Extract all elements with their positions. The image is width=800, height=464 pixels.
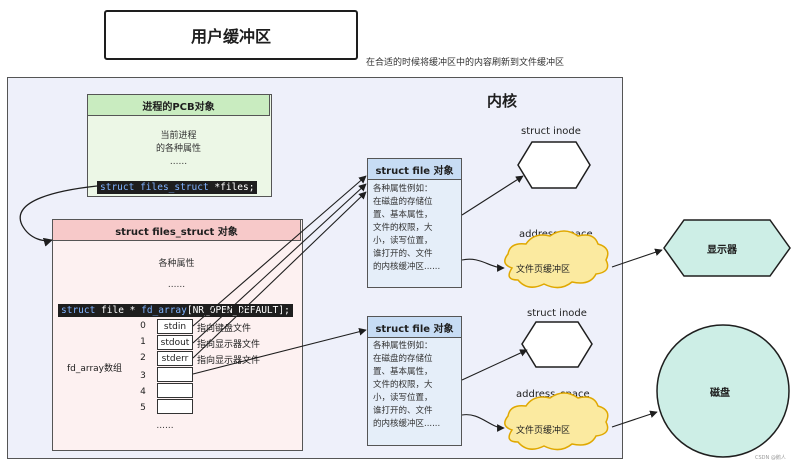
pcb-line-1: 当前进程 — [160, 131, 197, 141]
kernel-label: 内核 — [487, 92, 518, 110]
fd-index-1: 1 — [140, 337, 146, 347]
pcb-to-files-struct-arrow — [19, 185, 98, 247]
file1-line: 在磁盘的存储位 — [373, 197, 433, 207]
fd-array-code-line: struct file * fd_array[NR_OPEN_DEFAULT]; — [58, 298, 293, 317]
disk-circle — [656, 324, 790, 458]
pcb-code-line: struct files_struct *files; — [97, 175, 258, 194]
file2-line: 的内核缓冲区...... — [373, 419, 441, 429]
pcb-header: 进程的PCB对象 — [87, 94, 270, 116]
file2-line: 小，读写位置， — [373, 393, 433, 403]
fd-cell-5 — [157, 399, 193, 414]
stdout-to-file-arrow — [192, 183, 367, 344]
fd3-to-file-arrow — [192, 327, 367, 375]
file1-to-inode-arrow — [461, 175, 524, 216]
page-cache-label-2: 文件页缓冲区 — [516, 426, 571, 436]
stderr-to-file-arrow — [192, 191, 367, 359]
cache-to-display-arrow — [611, 248, 663, 268]
file1-line: 谁打开的、文件 — [373, 249, 433, 259]
file1-to-cache-arrow — [461, 258, 505, 272]
fd-array-bottom-dots: ...... — [156, 421, 174, 431]
file-object-1-header: struct file 对象 — [367, 158, 462, 180]
fd-cell-3 — [157, 367, 193, 382]
page-cache-cloud-2 — [504, 392, 609, 451]
inode-hexagon-2 — [521, 321, 593, 368]
file2-line: 各种属性例如： — [373, 341, 433, 351]
stdin-to-file-arrow — [192, 175, 367, 327]
fd-cell-2: stderr — [157, 351, 193, 366]
cache-to-disk-arrow — [611, 410, 658, 428]
watermark: CSDN @鹅人 — [755, 455, 786, 461]
file-object-1-body: 各种属性例如： 在磁盘的存储位 置、基本属性， 文件的权限，大 小，读写位置， … — [373, 183, 459, 274]
file2-line: 在磁盘的存储位 — [373, 354, 433, 364]
display-label: 显示器 — [707, 245, 737, 256]
file1-line: 的内核缓冲区...... — [373, 262, 441, 272]
files-struct-dots: ...... — [167, 280, 186, 290]
title-text: 用户缓冲区 — [190, 27, 271, 46]
inode-hexagon-1 — [517, 141, 591, 189]
file2-line: 文件的权限，大 — [373, 380, 433, 390]
display-hexagon — [663, 219, 791, 277]
pcb-line-2: 的各种属性 — [155, 144, 201, 154]
fd-code-name: fd_array — [141, 305, 187, 316]
fd-cell-1: stdout — [157, 335, 193, 350]
flush-note: 在合适的时候将缓冲区中的内容刷新到文件缓冲区 — [366, 58, 565, 68]
file1-line: 各种属性例如： — [373, 184, 433, 194]
file1-line: 文件的权限，大 — [373, 223, 433, 233]
pcb-code-rest: *files; — [208, 182, 255, 193]
page-cache-label-1: 文件页缓冲区 — [516, 265, 571, 275]
pcb-code-type: files_struct — [140, 182, 209, 193]
fd-code-rest: file * — [95, 305, 142, 316]
file2-line: 谁打开的、文件 — [373, 406, 433, 416]
files-struct-attr: 各种属性 — [158, 259, 195, 269]
fd-index-3: 3 — [140, 371, 146, 381]
fd-index-0: 0 — [140, 321, 146, 331]
fd-index-5: 5 — [140, 403, 146, 413]
file2-line: 置、基本属性， — [373, 367, 433, 377]
page-cache-cloud-1 — [504, 230, 609, 289]
fd-cell-0: stdin — [157, 319, 193, 334]
fd-cell-4 — [157, 383, 193, 398]
pcb-dots: ...... — [169, 157, 188, 167]
inode-label-2: struct inode — [527, 308, 587, 319]
file1-line: 置、基本属性， — [373, 210, 433, 220]
fd-code-tail: [NR_OPEN_DEFAULT]; — [186, 305, 290, 316]
pcb-code-keyword: struct — [100, 182, 135, 193]
file-object-2-header: struct file 对象 — [367, 316, 462, 338]
fd-code-keyword: struct — [61, 305, 96, 316]
fd-index-4: 4 — [140, 387, 146, 397]
file2-to-inode-arrow — [461, 349, 528, 381]
fd-note-2: 指向显示器文件 — [197, 356, 261, 366]
file2-to-cache-arrow — [461, 414, 505, 432]
fd-note-1: 指向显示器文件 — [197, 340, 261, 350]
title-box: 用户缓冲区 — [104, 10, 358, 60]
files-struct-header: struct files_struct 对象 — [52, 219, 301, 241]
disk-label: 磁盘 — [710, 388, 730, 399]
fd-index-2: 2 — [140, 353, 146, 363]
fd-array-label: fd_array数组 — [67, 364, 122, 374]
address-space-label-2: address_space — [516, 389, 590, 400]
inode-label-1: struct inode — [521, 126, 581, 137]
file-object-2-body: 各种属性例如： 在磁盘的存储位 置、基本属性， 文件的权限，大 小，读写位置， … — [373, 340, 459, 431]
file1-line: 小，读写位置， — [373, 236, 433, 246]
